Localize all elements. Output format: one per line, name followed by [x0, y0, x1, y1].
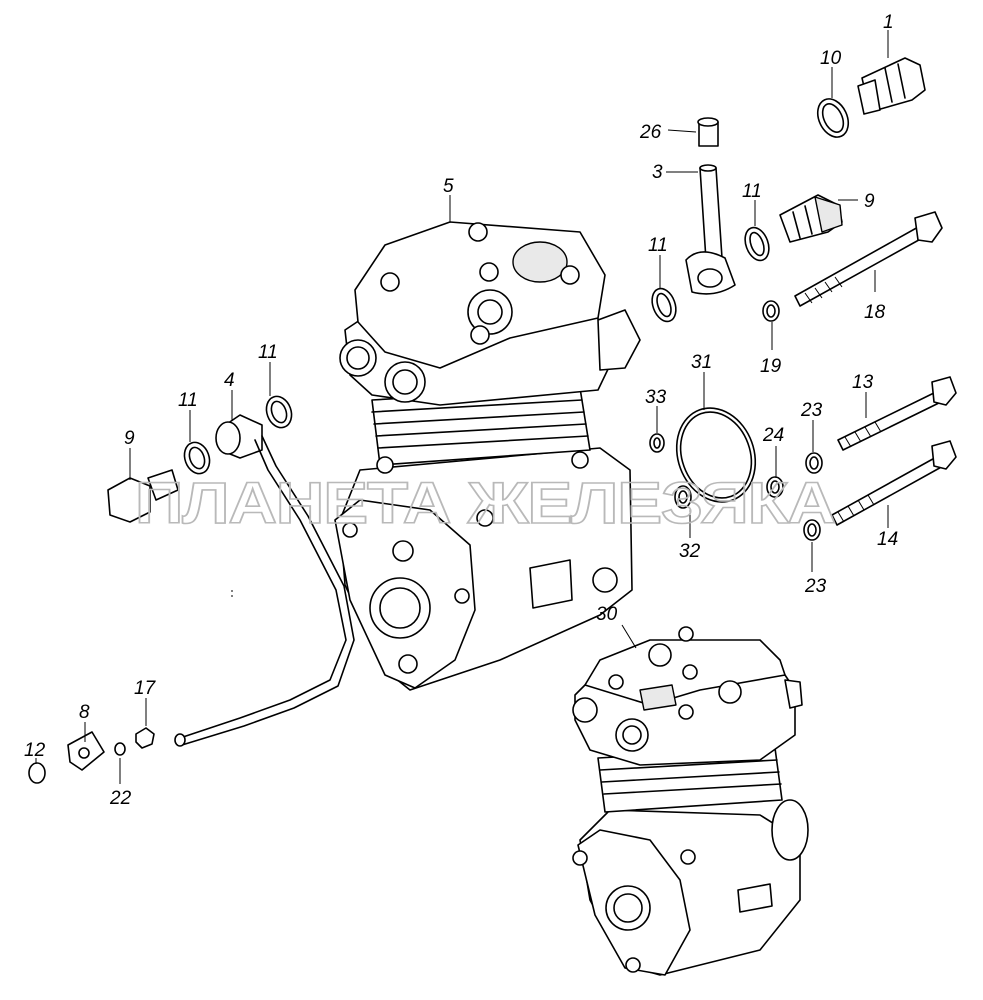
part-23-washer-b [803, 519, 821, 541]
part-33-washer [649, 433, 665, 453]
callout-10: 10 [820, 48, 842, 69]
callout-19: 19 [760, 356, 782, 377]
callout-4: 4 [224, 370, 235, 391]
compressor-main-assembly [334, 221, 641, 691]
callout-11-mid: 11 [648, 235, 668, 256]
callout-13: 13 [852, 372, 874, 393]
callout-labels: 1 10 26 3 5 11 9 11 18 19 31 11 4 11 9 3… [24, 12, 898, 809]
part-11-ring-c [265, 395, 293, 429]
callout-1: 1 [883, 12, 894, 33]
callout-11-left-top: 11 [258, 342, 278, 363]
part-31-gasket [675, 407, 757, 503]
callout-11-top: 11 [742, 181, 762, 202]
callout-14: 14 [877, 529, 898, 550]
part-4-banjo-pipe [174, 414, 355, 747]
callout-18: 18 [864, 302, 886, 323]
callout-23-top: 23 [800, 400, 823, 421]
part-11-ring-a [744, 226, 770, 262]
part-9-bolt-b [107, 469, 179, 523]
part-9-bolt-a [779, 194, 843, 243]
part-17-nut [135, 727, 155, 749]
callout-9-left: 9 [124, 428, 135, 449]
part-18-long-bolt [794, 211, 943, 307]
part-19-washer [762, 300, 780, 322]
leader-lines [35, 30, 889, 784]
part-3-tube [685, 164, 736, 295]
callout-17: 17 [134, 678, 157, 699]
part-14-bolt [831, 440, 957, 526]
callout-22: 22 [109, 788, 132, 809]
part-23-washer-a [805, 452, 823, 474]
callout-12: 12 [24, 740, 46, 761]
part-13-bolt [837, 376, 957, 451]
callout-24: 24 [762, 425, 784, 446]
callout-11-left: 11 [178, 390, 198, 411]
part-8-flange [67, 731, 105, 771]
part-10-ring [816, 98, 850, 138]
callout-26: 26 [639, 122, 662, 143]
callout-9-top: 9 [864, 191, 875, 212]
part-26-cap [697, 117, 719, 147]
callout-5: 5 [443, 176, 454, 197]
callout-32: 32 [679, 541, 701, 562]
part-24-washer [766, 476, 784, 498]
callout-23-bottom: 23 [804, 576, 827, 597]
part-12-ring [28, 762, 46, 784]
part-32-washer [674, 485, 692, 509]
part-11-ring-b [651, 287, 677, 323]
part-1-fitting [857, 57, 926, 115]
callout-8: 8 [79, 702, 90, 723]
callout-31: 31 [691, 352, 712, 373]
watermark-text: ПЛАНЕТА ЖЕЛЕЗЯКА [135, 471, 835, 536]
callout-30: 30 [596, 604, 618, 625]
compressor-alt-assembly [572, 626, 809, 976]
part-22-washer [114, 742, 126, 756]
callout-33: 33 [645, 387, 667, 408]
callout-3: 3 [652, 162, 663, 183]
